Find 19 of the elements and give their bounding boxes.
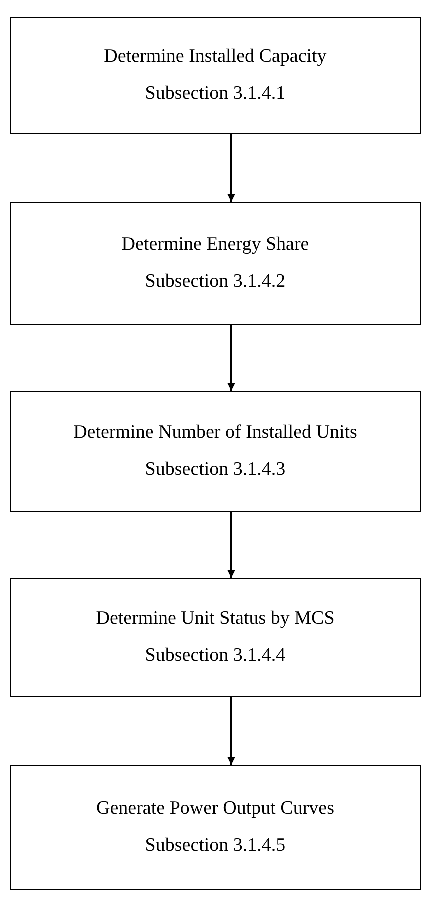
arrow [228,134,236,202]
step-title: Generate Power Output Curves [96,798,334,820]
process-box [10,578,421,697]
subsection-reference: Subsection 3.1.4.4 [145,644,286,668]
step-title: Determine Number of Installed Units [74,422,358,444]
process-box [10,17,421,134]
subsection-reference: Subsection 3.1.4.5 [145,834,286,858]
step-title: Determine Unit Status by MCS [96,608,335,630]
subsection-reference: Subsection 3.1.4.2 [145,270,286,294]
step-title: Determine Energy Share [122,234,310,256]
subsection-reference: Subsection 3.1.4.3 [145,458,286,482]
process-box [10,765,421,890]
arrow [228,512,236,578]
process-box [10,391,421,512]
process-box [10,202,421,325]
step-title: Determine Installed Capacity [104,46,327,68]
arrow [228,325,236,391]
subsection-reference: Subsection 3.1.4.1 [145,82,286,106]
arrow [228,697,236,765]
